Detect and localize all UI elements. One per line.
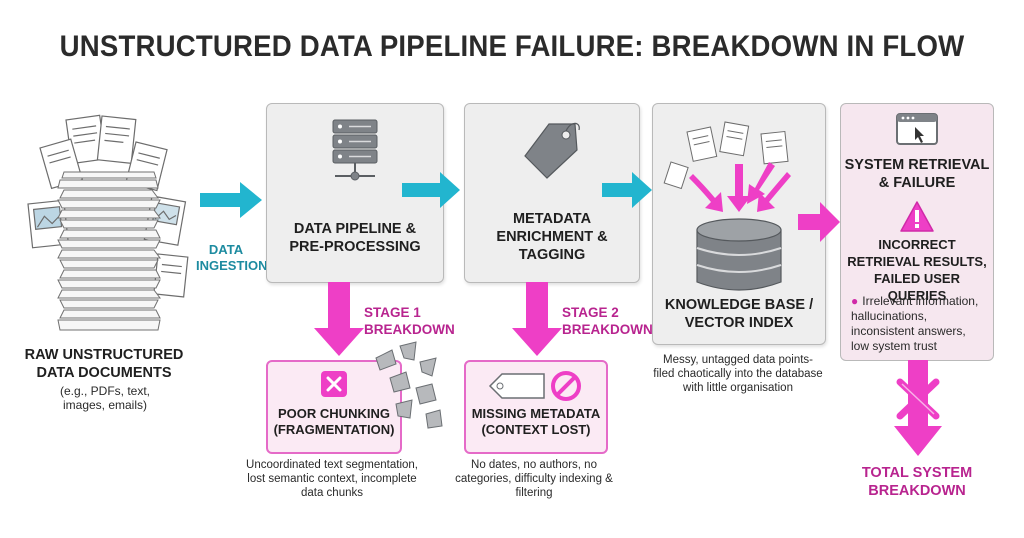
breakdown-label-1: STAGE 1 BREAKDOWN: [364, 305, 455, 337]
source-label: RAW UNSTRUCTURED DATA DOCUMENTS: [24, 347, 184, 381]
browser-window-icon: [896, 113, 938, 145]
breakdown-caption-chunking: Uncoordinated text segmentation, lost se…: [246, 459, 418, 499]
stage-label-retrieval: SYSTEM RETRIEVAL & FAILURE: [844, 157, 990, 191]
retrieval-bullet-text: Irrelevant information, hallucinations, …: [851, 294, 979, 353]
source-caption: (e.g., PDFs, text, images, emails): [59, 384, 151, 412]
breakdown-title-metadata: MISSING METADATA (CONTEXT LOST): [471, 406, 601, 437]
x-mark-icon: [321, 371, 347, 397]
stage-box-knowledge-base: KNOWLEDGE BASE / VECTOR INDEX: [652, 103, 826, 345]
pink-arrow-final: [894, 360, 942, 456]
retrieval-bullet: ●Irrelevant information, hallucinations,…: [851, 294, 987, 354]
stage-box-retrieval-failure: SYSTEM RETRIEVAL & FAILURE INCORRECT RET…: [840, 103, 994, 361]
teal-arrow-stage2-3: [602, 172, 652, 208]
teal-arrow-ingestion: [200, 182, 262, 218]
bullet-dot: ●: [851, 294, 859, 308]
page-title: UNSTRUCTURED DATA PIPELINE FAILURE: BREA…: [59, 30, 965, 63]
breakdown-box-chunking: POOR CHUNKING (FRAGMENTATION): [266, 360, 402, 454]
warning-icon: [900, 201, 934, 232]
breakdown-caption-metadata: No dates, no authors, no categories, dif…: [455, 459, 613, 499]
tag-icon: [524, 122, 580, 179]
pink-arrow-breakdown-1: [314, 282, 364, 356]
pink-arrow-breakdown-2: [512, 282, 562, 356]
breakdown-label-2: STAGE 2 BREAKDOWN: [562, 305, 653, 337]
stage-label-knowledge-base: KNOWLEDGE BASE / VECTOR INDEX: [664, 297, 814, 331]
server-icon: [332, 119, 378, 181]
pink-arrow-stage3-4: [798, 202, 840, 242]
ingestion-label: DATA INGESTION: [196, 242, 268, 273]
blank-tag-prohibited-icon: [488, 371, 581, 401]
final-label: TOTAL SYSTEM BREAKDOWN: [861, 465, 973, 499]
fragments-icon: [375, 341, 443, 429]
breakdown-title-chunking: POOR CHUNKING (FRAGMENTATION): [273, 406, 395, 437]
retrieval-alert-text: INCORRECT RETRIEVAL RESULTS, FAILED USER…: [847, 237, 987, 303]
breakdown-box-metadata: MISSING METADATA (CONTEXT LOST): [464, 360, 608, 454]
knowledge-base-caption: Messy, untagged data points- filed chaot…: [653, 354, 823, 394]
stage-label-pipeline: DATA PIPELINE & PRE-PROCESSING: [289, 221, 421, 255]
stage-label-metadata: METADATA ENRICHMENT & TAGGING: [496, 211, 608, 263]
database-icon: [663, 121, 791, 291]
teal-arrow-stage1-2: [402, 172, 460, 208]
document-stack-icon: [27, 114, 189, 331]
